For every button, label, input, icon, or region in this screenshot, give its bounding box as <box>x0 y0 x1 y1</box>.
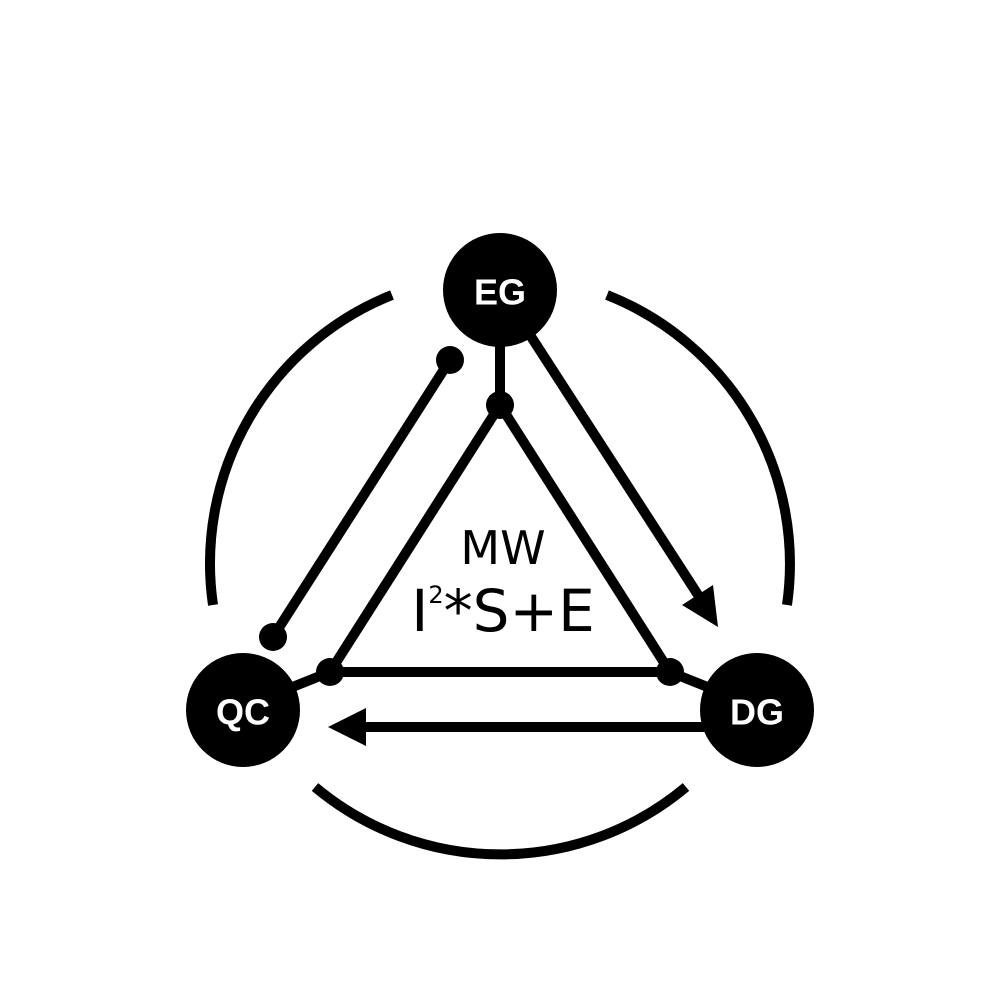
node-dg-label: DG <box>730 692 784 733</box>
node-eg <box>443 233 557 347</box>
outer-arc-right <box>605 290 795 606</box>
outer-arc-left <box>205 290 394 606</box>
line-end-dot-top <box>436 346 464 374</box>
joint-dot-right <box>656 658 684 686</box>
arrowhead-eg-to-dg <box>682 585 718 627</box>
formula-base: I <box>411 577 428 645</box>
joint-dot-left <box>316 658 344 686</box>
feedback-line-left <box>268 357 455 640</box>
arrow-eg-to-dg-shaft <box>525 332 705 601</box>
arrowhead-dg-to-qc <box>328 708 366 746</box>
node-qc-label: QC <box>216 692 270 733</box>
formula-rest: *S+E <box>444 577 595 645</box>
center-title: MW <box>460 521 545 575</box>
joint-dot-top <box>486 391 514 419</box>
line-end-dot-bottom <box>259 623 287 651</box>
center-formula: I2*S+E <box>411 577 594 645</box>
node-dg <box>700 653 814 767</box>
formula-exponent: 2 <box>428 581 443 609</box>
node-qc <box>186 653 300 767</box>
inner-triangle <box>325 400 675 677</box>
outer-arc-bottom <box>311 783 690 860</box>
node-eg-label: EG <box>474 272 526 313</box>
